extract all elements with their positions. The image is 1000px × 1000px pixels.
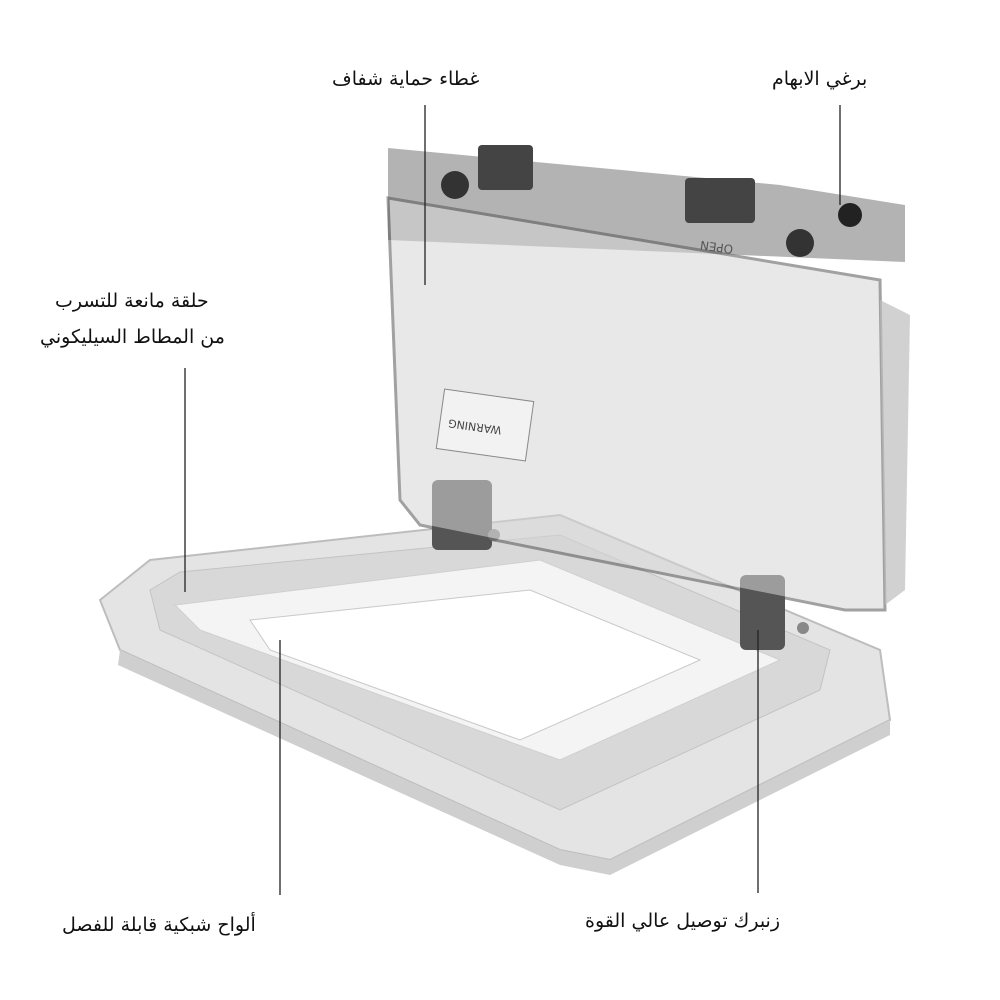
base-frame — [98, 513, 892, 875]
cover-clip-left — [478, 145, 533, 190]
cover-clip-right — [685, 178, 755, 223]
thumb-screw-left — [441, 171, 469, 199]
label-seal-line2: من المطاط السيليكوني — [40, 326, 225, 348]
warning-sticker — [435, 388, 535, 462]
label-detachable-plates: ألواح شبكية قابلة للفصل — [62, 914, 256, 936]
thumb-screw-right — [786, 229, 814, 257]
label-thumb-screw: برغي الابهام — [772, 68, 868, 90]
transparent-cover — [386, 145, 910, 612]
label-transparent-cover: غطاء حماية شفاف — [332, 68, 480, 90]
label-contact-spring: زنبرك توصيل عالي القوة — [585, 910, 781, 932]
leader-lines — [184, 105, 841, 895]
label-seal-line1: حلقة مانعة للتسرب — [55, 290, 209, 312]
